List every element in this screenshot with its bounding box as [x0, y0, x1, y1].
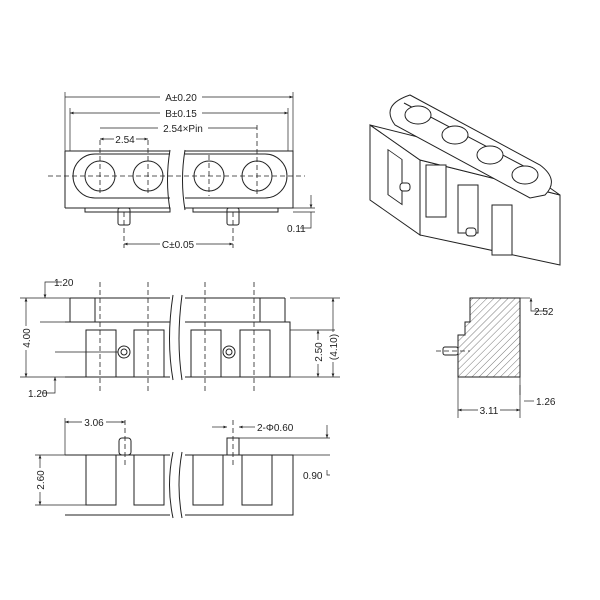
dim-top-label: 1.20: [54, 278, 74, 289]
dim-mid-label: 2.50: [314, 342, 325, 362]
section-dim-a-label: 2.52: [534, 307, 554, 318]
dim-offset-label: 0.11: [287, 224, 306, 235]
dim-c-label: C±0.05: [162, 240, 195, 251]
section-dim-b-label: 3.11: [480, 406, 499, 417]
dim-pitch-label: 2.54: [115, 135, 135, 146]
dim-height-label: 4.00: [22, 328, 33, 348]
dim-bottom-label: 1.20: [28, 389, 48, 400]
dim-pitch-total-label: 2.54×Pin: [163, 124, 203, 135]
dim-a-label: A±0.20: [165, 93, 197, 104]
pin-length-label: 0.90: [303, 471, 323, 482]
dim-ref-label: (4.10): [329, 334, 340, 360]
section-view: 2.52 3.11 1.26: [436, 297, 556, 418]
side-view: 3.06 2-Φ0.60 2.60 0.90: [34, 416, 330, 519]
pin-diameter-label: 2-Φ0.60: [257, 423, 294, 434]
side-height-label: 2.60: [36, 470, 47, 490]
front-view: 1.20 4.00 1.20 2.50 (4.10): [20, 278, 340, 400]
section-dim-c-label: 1.26: [536, 397, 556, 408]
pin-offset-label: 3.06: [84, 418, 104, 429]
top-view: A±0.20 B±0.15 2.54×Pin 2.54 0.11 C±0.05: [48, 91, 315, 251]
isometric-view: [369, 94, 561, 266]
dim-b-label: B±0.15: [165, 109, 197, 120]
